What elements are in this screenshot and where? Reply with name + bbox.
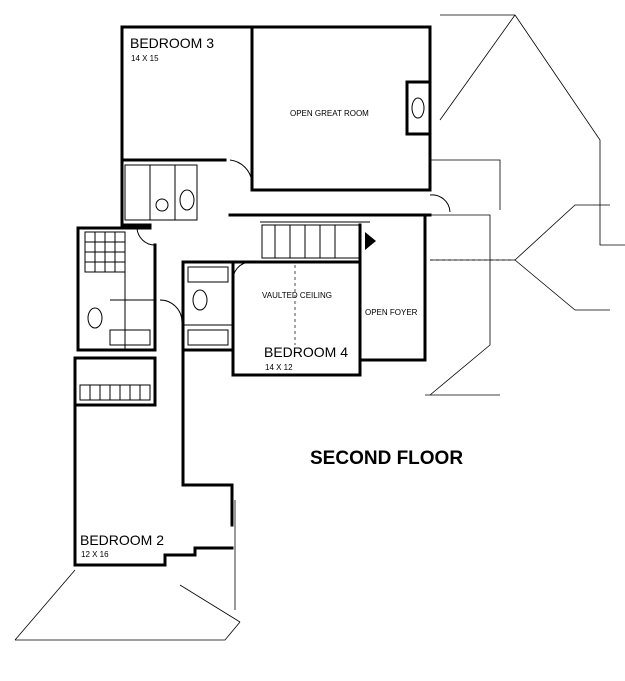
great-room-label: OPEN GREAT ROOM xyxy=(290,109,369,118)
walls xyxy=(73,25,432,567)
foyer-label: OPEN FOYER xyxy=(365,308,418,317)
bedroom3-label: BEDROOM 3 xyxy=(130,35,214,51)
bedroom3-size: 14 X 15 xyxy=(131,54,159,63)
roof-lines xyxy=(14,14,625,641)
doors xyxy=(136,159,451,323)
bedroom2-label: BEDROOM 2 xyxy=(80,532,164,548)
floor-title: SECOND FLOOR xyxy=(310,448,463,469)
vault-lines xyxy=(294,259,515,345)
fixtures xyxy=(79,97,425,401)
bedroom4-size: 14 X 12 xyxy=(265,363,293,372)
vaulted-ceiling-label: VAULTED CEILING xyxy=(262,291,332,300)
bedroom2-size: 12 X 16 xyxy=(81,550,109,559)
bedroom4-label: BEDROOM 4 xyxy=(264,344,348,360)
